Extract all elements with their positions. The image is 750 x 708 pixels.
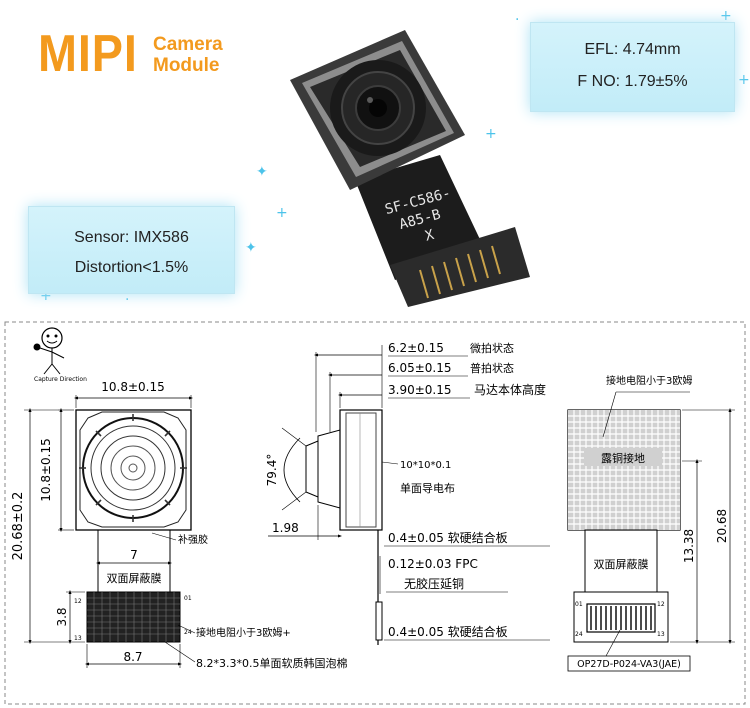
mascot-caption: Capture Direction (34, 376, 87, 383)
front-pin-01: 01 (184, 595, 192, 602)
side-cloth-dim: 10*10*0.1 (400, 460, 451, 471)
front-pin-24: 24 (184, 629, 192, 636)
front-foam-label: 8.2*3.3*0.5单面软质韩国泡棉 (196, 656, 347, 670)
side-label-motor: 马达本体高度 (474, 382, 546, 397)
back-ground-label: 接地电阻小于3欧姆 (606, 374, 692, 387)
back-connector-part: OP27D-P024-VA3(JAE) (577, 659, 681, 670)
lens-aperture (369, 99, 387, 117)
side-lens (317, 429, 341, 509)
side-connector (375, 601, 383, 641)
sparkle-icon: + (738, 72, 750, 88)
spec-fno: F NO: 1.79±5% (577, 73, 688, 90)
sparkle-icon: · (515, 12, 520, 28)
back-dim-20-68: 20.68 (715, 509, 729, 543)
drawing-border (4, 321, 746, 705)
sparkle-icon: + (276, 205, 288, 221)
back-view: 露铜接地 双面屏蔽膜 01 12 13 24 接地电阻小于3欧姆 OP27D-P… (567, 374, 735, 672)
side-fov-dim: 79.4° (265, 454, 279, 487)
side-label-macro: 微拍状态 (470, 341, 514, 355)
product-banner: MIPI Camera Module ✦ + + · + ✦ + · + SF-… (0, 0, 750, 318)
technical-drawing: Capture Direction 双面屏蔽膜 (4, 321, 746, 705)
side-dim-macro: 6.2±0.15 (388, 341, 444, 355)
side-dim-motor: 3.90±0.15 (388, 383, 452, 397)
spec-box-sensor: Sensor: IMX586 Distortion<1.5% (28, 206, 235, 294)
side-cloth-label: 单面导电布 (400, 482, 455, 495)
front-connector-width-dim: 8.7 (123, 650, 142, 664)
brand-mipi: MIPI (38, 25, 138, 83)
capture-direction-mascot: Capture Direction (33, 327, 87, 383)
front-height-dim: 10.8±0.15 (39, 438, 53, 502)
side-view: 79.4° 1.98 6.2±0.15 微拍状态 6.05±0.15 普拍状态 … (265, 341, 550, 645)
sparkle-icon: · (125, 292, 130, 308)
back-pin-12: 12 (657, 601, 665, 608)
spec-box-optics: EFL: 4.74mm F NO: 1.79±5% (530, 22, 735, 112)
brand-subtitle-line2: Module (153, 55, 220, 76)
sparkle-icon: ✦ (245, 240, 257, 256)
back-connector (573, 591, 669, 643)
back-dim-13-38: 13.38 (682, 529, 696, 563)
front-view: 双面屏蔽膜 01 12 13 24 10.8±0.15 10.8±0.15 (11, 380, 347, 670)
front-total-height-dim: 20.68±0.2 (11, 492, 26, 561)
side-board-bottom: 0.4±0.05 软硬结合板 (388, 624, 508, 639)
side-board-top: 0.4±0.05 软硬结合板 (388, 530, 508, 545)
front-ground-label: 接地电阻小于3欧姆+ (196, 626, 291, 639)
back-pin-24: 24 (575, 631, 583, 638)
front-pin-12: 12 (74, 598, 82, 605)
spec-distortion: Distortion<1.5% (74, 259, 189, 276)
connector-teeth (419, 245, 501, 299)
brand-subtitle: Camera Module (153, 34, 223, 76)
back-copper-label: 露铜接地 (601, 451, 645, 465)
front-width-dim: 10.8±0.15 (101, 380, 165, 394)
spec-efl: EFL: 4.74mm (584, 41, 681, 58)
front-connector-foam (86, 591, 181, 643)
brand-subtitle-line1: Camera (153, 34, 223, 55)
back-shield-label: 双面屏蔽膜 (594, 558, 649, 571)
back-pin-13: 13 (657, 631, 665, 638)
sparkle-icon: + (720, 8, 732, 24)
sparkle-icon: ✦ (256, 164, 268, 180)
side-fpc-label: 无胶压延铜 (404, 576, 464, 591)
front-module-outline (75, 409, 192, 531)
front-shield-label: 双面屏蔽膜 (107, 572, 162, 585)
sparkle-icon: + (40, 288, 52, 304)
front-fpc-width-dim: 7 (130, 548, 138, 562)
side-fpc-dim: 0.12±0.03 FPC (388, 557, 478, 571)
front-connector-height-dim: 3.8 (55, 607, 69, 626)
spec-sensor: Sensor: IMX586 (74, 229, 189, 246)
front-stiffener-label: 补强胶 (178, 533, 208, 546)
front-pin-13: 13 (74, 635, 82, 642)
side-dim-normal: 6.05±0.15 (388, 361, 452, 375)
sparkle-icon: + (485, 126, 497, 142)
side-lens-offset-dim: 1.98 (272, 521, 299, 535)
back-pin-01: 01 (575, 601, 583, 608)
side-label-normal: 普拍状态 (470, 361, 514, 375)
camera-module-photo: SF-C586- A85-B X (290, 30, 530, 307)
